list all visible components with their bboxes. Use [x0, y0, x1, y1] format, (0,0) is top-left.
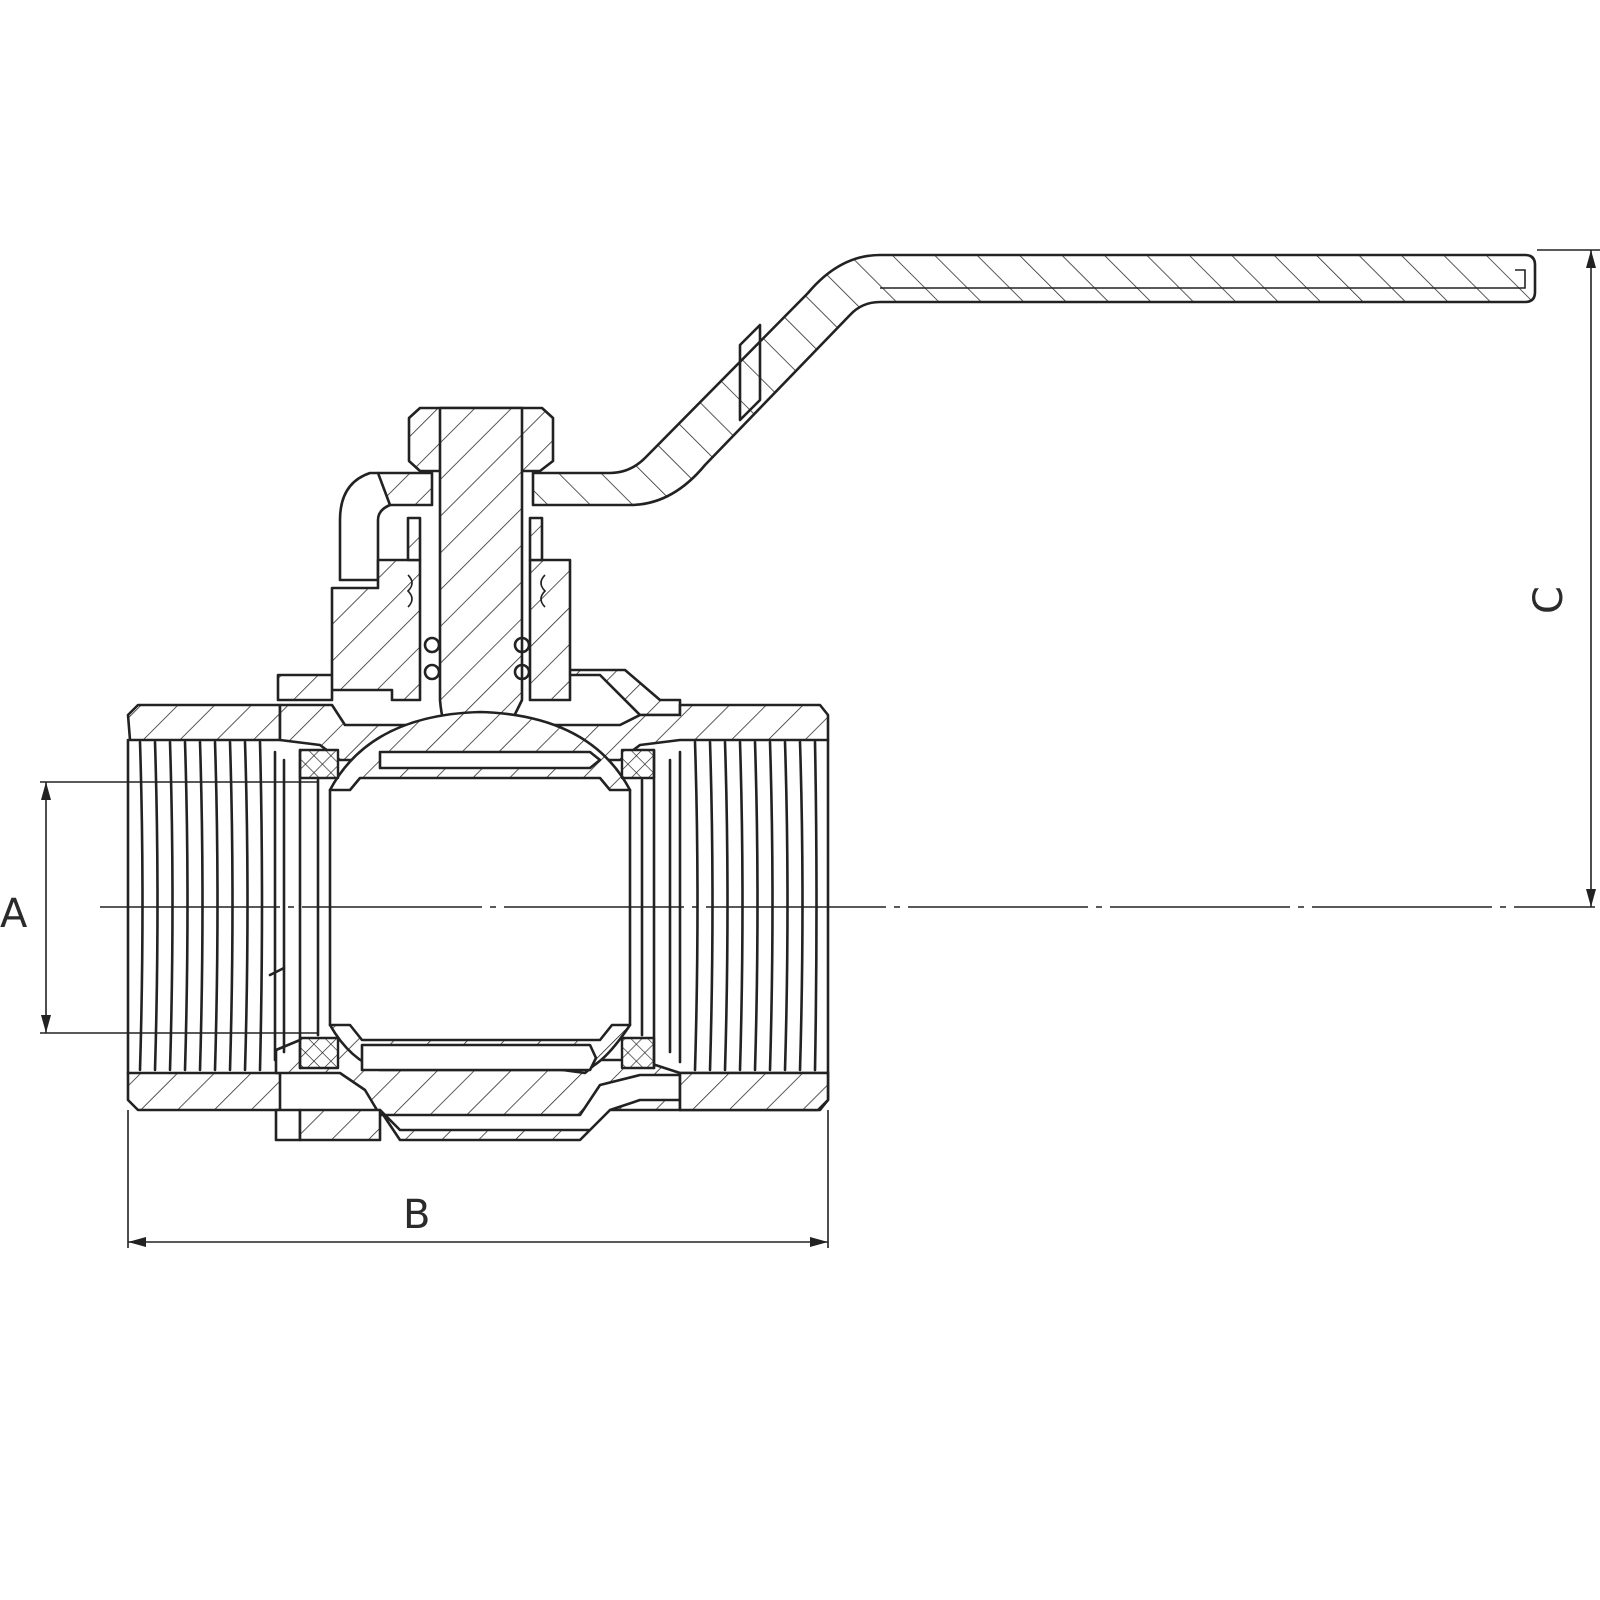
- valve-stem: [406, 406, 547, 747]
- valve-ball: [316, 710, 644, 1072]
- dimension-b-label: B: [403, 1192, 430, 1238]
- dimension-b: B: [127, 1110, 829, 1248]
- dimension-a-label: A: [0, 891, 28, 937]
- dimension-a: A: [0, 781, 318, 1034]
- left-threads: [126, 738, 286, 1075]
- seat-rings: [298, 748, 656, 1070]
- dimension-c: C: [1526, 249, 1600, 907]
- dimension-c-label: C: [1526, 586, 1572, 614]
- valve-bonnet: [276, 471, 682, 717]
- lever-handle: [531, 253, 1537, 507]
